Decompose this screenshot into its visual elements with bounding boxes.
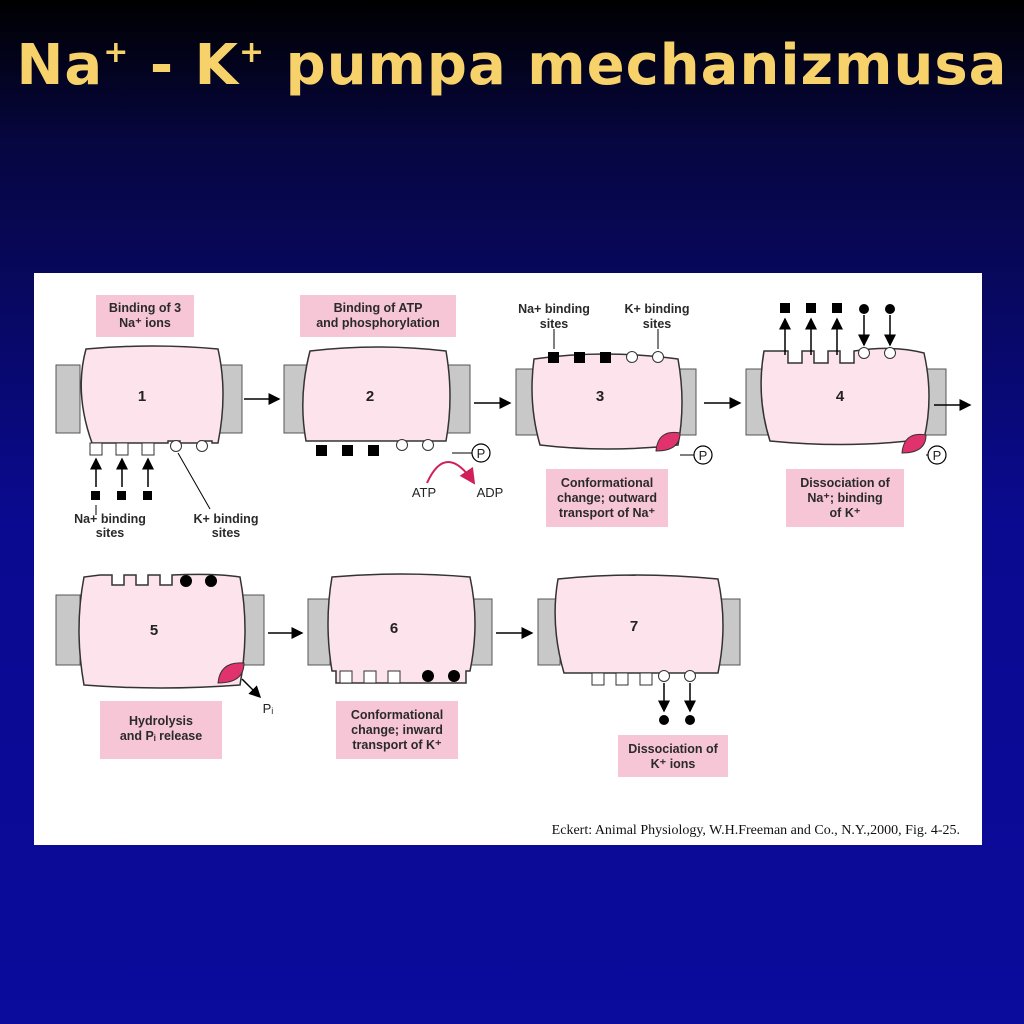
pi-label: Pᵢ	[263, 701, 274, 716]
na-binding-sites-label: Na+ binding	[518, 302, 590, 316]
step-2: 2 P ATP ADP Binding of ATP and phosphory…	[283, 295, 504, 500]
step-label: transport of Na⁺	[559, 506, 656, 520]
na-ion	[574, 352, 585, 363]
step-label: Conformational	[351, 708, 443, 722]
phosphorylated-site	[655, 431, 681, 452]
na-ion	[316, 445, 327, 456]
step-label: and Pᵢ release	[120, 729, 202, 743]
title-k: - K	[129, 33, 239, 98]
step-5: Pᵢ 5 Hydrolysis and Pᵢ release	[55, 573, 274, 759]
membrane-right	[445, 364, 471, 434]
step-label: and phosphorylation	[316, 316, 440, 330]
step-3: P 3 Na+ binding sites K+ binding sites C…	[515, 302, 713, 527]
step-label: of K⁺	[830, 506, 861, 520]
step-label-box	[300, 295, 456, 337]
na-ion	[143, 491, 152, 500]
step-7: 7 Dissociation of K⁺ ions	[537, 574, 741, 777]
pump-protein	[302, 346, 451, 442]
pump-protein	[80, 345, 224, 444]
atp-label: ATP	[412, 485, 436, 500]
step-label: Binding of ATP	[334, 301, 423, 315]
title-na: Na	[16, 33, 104, 98]
k-binding-sites-label: K+ binding	[625, 302, 690, 316]
step-number: 6	[390, 620, 398, 637]
pump-diagram: 1 Na+ binding sites K+ binding sites Bin…	[55, 295, 972, 777]
na-ion	[342, 445, 353, 456]
k-ion	[205, 575, 217, 587]
na-ion	[806, 303, 816, 313]
step-label: Binding of 3	[109, 301, 181, 315]
membrane-left	[55, 594, 81, 666]
step-number: 2	[366, 388, 374, 405]
step-label: change; outward	[557, 491, 657, 505]
figure-panel: 1 Na+ binding sites K+ binding sites Bin…	[34, 273, 982, 845]
step-1: 1 Na+ binding sites K+ binding sites Bin…	[55, 295, 259, 540]
na-binding-sites-label: sites	[96, 526, 125, 540]
step-label-box	[100, 701, 222, 759]
pump-protein	[760, 347, 930, 446]
step-label-box	[546, 469, 668, 527]
na-ion	[600, 352, 611, 363]
step-number: 3	[596, 388, 604, 405]
k-ion	[448, 670, 460, 682]
step-label-box	[336, 701, 458, 759]
phosphate-label: P	[477, 446, 486, 461]
step-label: Dissociation of	[800, 476, 890, 490]
k-binding-sites-label: sites	[643, 317, 672, 331]
phosphate-icon	[693, 445, 713, 465]
step-label: Dissociation of	[628, 742, 718, 756]
figure-citation: Eckert: Animal Physiology, W.H.Freeman a…	[551, 823, 960, 838]
step-label: transport of K⁺	[352, 738, 442, 752]
title-sup-plus-2: +	[238, 35, 266, 70]
step-number: 5	[150, 622, 158, 639]
step-4: P 4 Dissociation of Na⁺; binding of K⁺	[745, 303, 972, 527]
step-label-box	[786, 469, 904, 527]
step-label: change; inward	[351, 723, 443, 737]
step-label-box	[618, 735, 728, 777]
step-number: 7	[630, 618, 638, 635]
phosphorylated-site	[901, 433, 927, 454]
k-binding-sites-label: sites	[212, 526, 241, 540]
phosphate-label: P	[933, 448, 942, 463]
k-ion	[180, 575, 192, 587]
step-label: Na⁺ ions	[119, 316, 171, 330]
step-number: 1	[138, 388, 146, 405]
na-ion	[780, 303, 790, 313]
na-ion	[548, 352, 559, 363]
step-label-box	[96, 295, 194, 337]
step-label: K⁺ ions	[651, 757, 696, 771]
k-ion	[659, 715, 669, 725]
pump-protein	[327, 573, 476, 684]
title-sup-plus-1: +	[103, 35, 130, 70]
membrane-left	[55, 364, 81, 434]
membrane-left	[307, 598, 331, 666]
na-ion	[91, 491, 100, 500]
k-ion	[859, 304, 869, 314]
phosphate-release-site	[217, 662, 245, 684]
phosphate-icon	[471, 443, 491, 463]
phosphate-label: P	[699, 448, 708, 463]
na-binding-sites-label: Na+ binding	[74, 512, 146, 526]
slide-title: Na+ - K+ pumpa mechanizmusa	[0, 38, 1024, 94]
title-rest: pumpa mechanizmusa	[265, 33, 1008, 98]
step-label: Conformational	[561, 476, 653, 490]
step-label: Hydrolysis	[129, 714, 193, 728]
na-ion	[368, 445, 379, 456]
pump-protein	[531, 353, 683, 450]
phosphate-icon	[927, 445, 947, 465]
k-ion	[885, 304, 895, 314]
pump-protein	[78, 573, 246, 689]
k-binding-sites-label: K+ binding	[194, 512, 259, 526]
k-ion	[422, 670, 434, 682]
pump-protein	[554, 574, 724, 674]
na-ion	[117, 491, 126, 500]
step-6: 6 Conformational change; inward transpor…	[307, 573, 493, 759]
step-label: Na⁺; binding	[807, 491, 882, 505]
k-ion	[685, 715, 695, 725]
atp-to-adp-arrow	[426, 461, 476, 485]
na-binding-sites-label: sites	[540, 317, 569, 331]
step-number: 4	[836, 388, 845, 405]
adp-label: ADP	[477, 485, 504, 500]
na-ion	[832, 303, 842, 313]
